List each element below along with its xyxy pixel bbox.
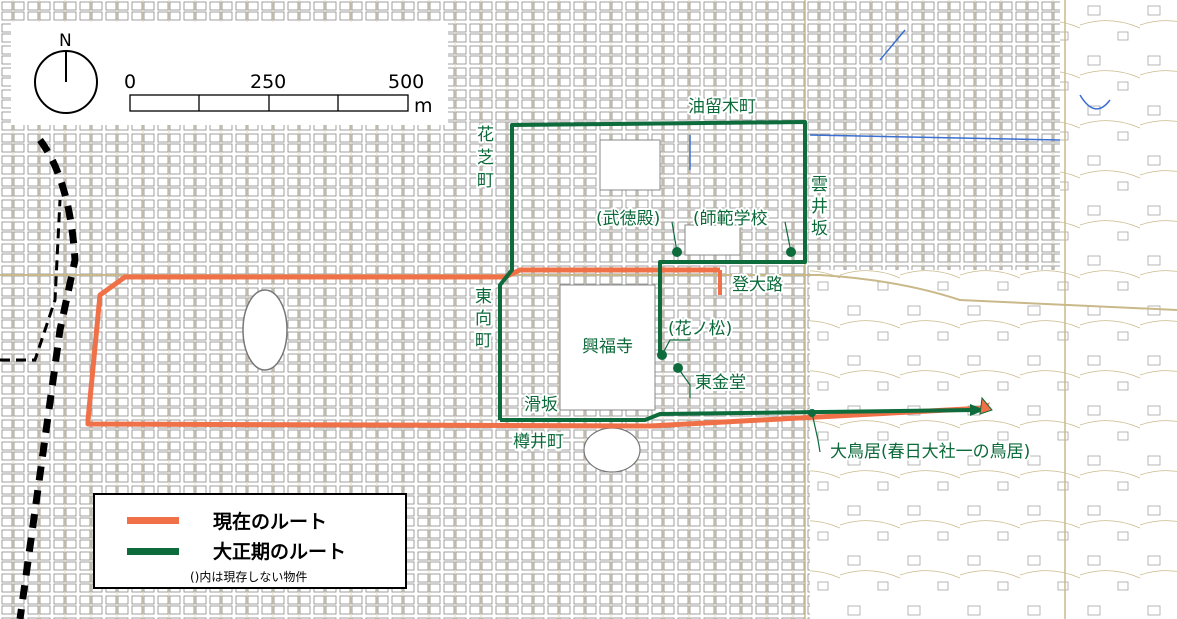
- major-road-ns: [804, 0, 1066, 619]
- svg-text:坂: 坂: [811, 219, 828, 239]
- label-aburagicho: 油留木町: [688, 97, 756, 117]
- label-butokuden: (武徳殿): [596, 209, 660, 229]
- label-kumoizaka: 雲 井 坂: [809, 173, 830, 241]
- compass: N: [34, 31, 98, 114]
- stadium: [242, 289, 288, 371]
- scale-label-250: 250: [250, 71, 286, 93]
- scale-unit: m: [414, 95, 433, 117]
- svg-text:井: 井: [811, 197, 828, 217]
- svg-text:花: 花: [477, 125, 494, 145]
- legend-taisho-swatch: [127, 548, 179, 555]
- label-nobori: 登大路: [732, 275, 783, 295]
- major-road-ew: [0, 274, 1177, 311]
- label-higashimuki: 東 向 町: [473, 285, 494, 353]
- stream: [689, 29, 1111, 170]
- legend-note: ()内は現存しない物件: [190, 570, 308, 584]
- label-otorii: 大鳥居(春日大社一の鳥居): [830, 442, 1030, 462]
- kofukuji-grounds: [559, 284, 656, 411]
- field-area: [684, 224, 741, 256]
- label-hananomatsu: (花ノ松): [668, 319, 732, 339]
- label-hanashiba: 花 芝 町: [475, 123, 496, 193]
- svg-text:雲: 雲: [811, 175, 828, 195]
- taisho-route-loop: [498, 120, 807, 420]
- taisho-route-bottom: [500, 408, 976, 422]
- svg-text:向: 向: [475, 309, 492, 329]
- taisho-route-arrow: [970, 404, 985, 416]
- scale-label-500: 500: [388, 71, 424, 93]
- svg-text:芝: 芝: [477, 148, 494, 168]
- label-namerazaka: 滑坂: [524, 395, 558, 415]
- label-tarui: 樽井町: [513, 432, 564, 452]
- legend-taisho-label: 大正期のルート: [213, 541, 347, 563]
- compass-north-letter: N: [59, 31, 72, 51]
- route-arrowhead: [979, 396, 993, 415]
- railway-line-2: [0, 199, 62, 362]
- legend: 現在のルート 大正期のルート ()内は現存しない物件: [93, 493, 407, 589]
- svg-text:東: 東: [475, 287, 492, 307]
- school-grounds: [599, 139, 661, 191]
- label-shihan: (師範学校: [693, 209, 768, 229]
- svg-text:町: 町: [477, 171, 494, 191]
- sarusawa-pond: [583, 427, 641, 473]
- railway-line: [16, 137, 79, 619]
- label-kofukuji: 興福寺: [582, 337, 633, 357]
- leader-lines: [661, 221, 821, 453]
- legend-current-swatch: [127, 517, 179, 524]
- scale-bar: 0 250 500 m: [124, 71, 433, 117]
- legend-current-label: 現在のルート: [213, 511, 328, 533]
- current-route: [85, 267, 986, 429]
- svg-text:町: 町: [475, 331, 492, 351]
- scale-label-0: 0: [124, 71, 136, 93]
- label-tokondo: 東金堂: [695, 373, 746, 393]
